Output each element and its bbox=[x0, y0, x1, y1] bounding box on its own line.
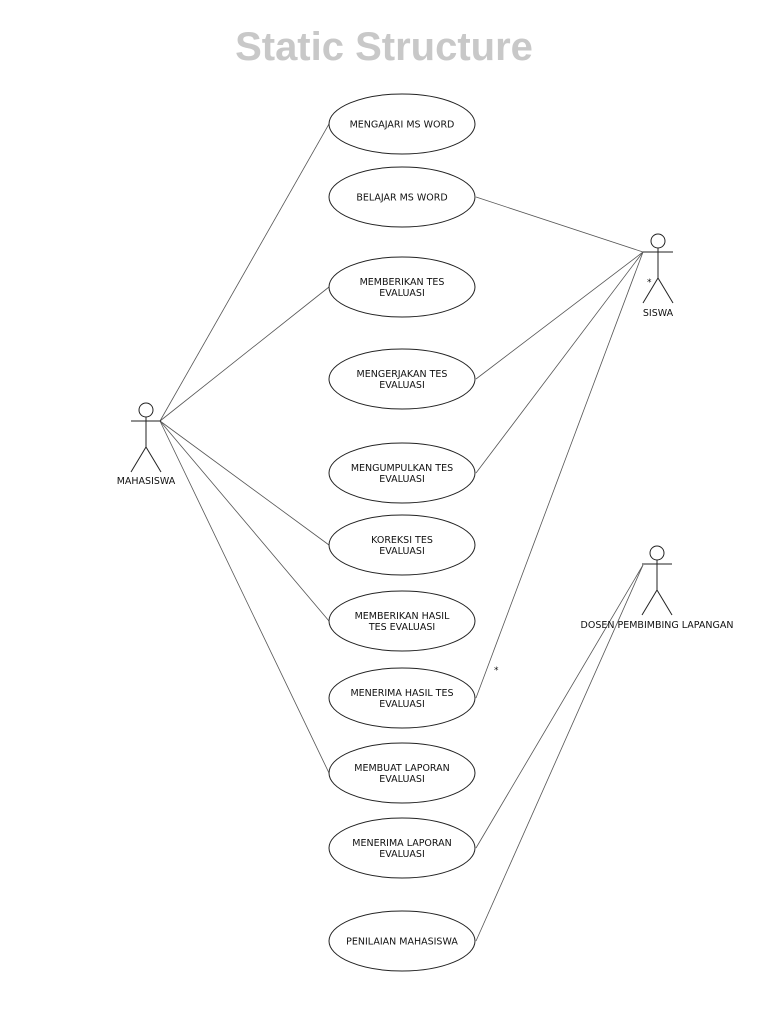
use-cases: MENGAJARI MS WORD BELAJAR MS WORD MEMBERIK… bbox=[328, 93, 476, 972]
association-siswa-uc2 bbox=[475, 196, 644, 253]
use-case-label: MENGERJAKAN TES bbox=[357, 369, 448, 380]
use-case-label: EVALUASI bbox=[379, 288, 425, 299]
association-dosen-uc11 bbox=[475, 564, 644, 942]
actor-label-dosen: DOSEN PEMBIMBING LAPANGAN bbox=[581, 620, 734, 631]
use-case-ellipse bbox=[328, 590, 476, 652]
use-case-label: MEMBERIKAN TES bbox=[360, 277, 445, 288]
use-case-label: EVALUASI bbox=[379, 546, 425, 557]
association-mahasiswa-uc7 bbox=[159, 420, 330, 622]
actor-mahasiswa: MAHASISWA bbox=[117, 402, 176, 487]
use-case-ellipse bbox=[328, 910, 476, 972]
multiplicity-mark-siswa: * bbox=[647, 278, 652, 288]
use-case-uc11: PENILAIAN MAHASISWA bbox=[328, 910, 476, 972]
use-case-label: MENGUMPULKAN TES bbox=[351, 463, 453, 474]
use-case-label: PENILAIAN MAHASISWA bbox=[346, 937, 458, 948]
use-case-ellipse bbox=[328, 817, 476, 879]
association-mahasiswa-uc3 bbox=[159, 286, 330, 422]
use-case-label: KOREKSI TES bbox=[371, 535, 433, 546]
use-case-label: MEMBERIKAN HASIL bbox=[355, 611, 450, 622]
use-case-label: MENGAJARI MS WORD bbox=[350, 120, 455, 131]
use-case-label: EVALUASI bbox=[379, 774, 425, 785]
association-mahasiswa-uc9 bbox=[159, 420, 330, 774]
use-case-label: MEMBUAT LAPORAN bbox=[354, 763, 450, 774]
association-mahasiswa-uc6 bbox=[159, 420, 330, 546]
use-case-label: EVALUASI bbox=[379, 380, 425, 391]
use-case-label: MENERIMA LAPORAN bbox=[352, 838, 451, 849]
use-case-ellipse bbox=[328, 166, 476, 228]
association-siswa-uc5 bbox=[475, 251, 644, 474]
use-case-ellipse bbox=[328, 667, 476, 729]
use-case-ellipse bbox=[328, 93, 476, 155]
use-case-label: BELAJAR MS WORD bbox=[356, 193, 447, 204]
use-case-ellipse bbox=[328, 348, 476, 410]
multiplicity-mark-hasil: * bbox=[494, 666, 499, 676]
use-case-ellipse bbox=[328, 256, 476, 318]
association-mahasiswa-uc1 bbox=[159, 123, 330, 422]
association-siswa-uc8 bbox=[475, 251, 644, 699]
diagram-title: Static Structure bbox=[235, 25, 533, 69]
use-case-label: TES EVALUASI bbox=[368, 622, 435, 633]
actor-icon bbox=[642, 233, 674, 304]
use-case-ellipse bbox=[328, 742, 476, 804]
actor-icon bbox=[130, 402, 162, 473]
associations bbox=[159, 123, 644, 942]
use-case-label: MENERIMA HASIL TES bbox=[350, 688, 453, 699]
use-case-ellipse bbox=[328, 442, 476, 504]
use-case-uc1: MENGAJARI MS WORD bbox=[328, 93, 476, 155]
use-case-uc2: BELAJAR MS WORD bbox=[328, 166, 476, 228]
use-case-ellipse bbox=[328, 514, 476, 576]
actor-label-siswa: SISWA bbox=[643, 308, 674, 319]
actor-dosen: DOSEN PEMBIMBING LAPANGAN bbox=[581, 545, 734, 631]
actor-icon bbox=[641, 545, 673, 616]
actor-label-mahasiswa: MAHASISWA bbox=[117, 476, 176, 487]
use-case-label: EVALUASI bbox=[379, 699, 425, 710]
association-siswa-uc4 bbox=[475, 251, 644, 380]
use-case-label: EVALUASI bbox=[379, 474, 425, 485]
actors: MAHASISWA SISWA DOSEN PEMBIMBING LAPANGAN bbox=[117, 233, 734, 631]
association-dosen-uc10 bbox=[475, 564, 644, 849]
use-case-label: EVALUASI bbox=[379, 849, 425, 860]
actor-siswa: SISWA bbox=[642, 233, 674, 319]
